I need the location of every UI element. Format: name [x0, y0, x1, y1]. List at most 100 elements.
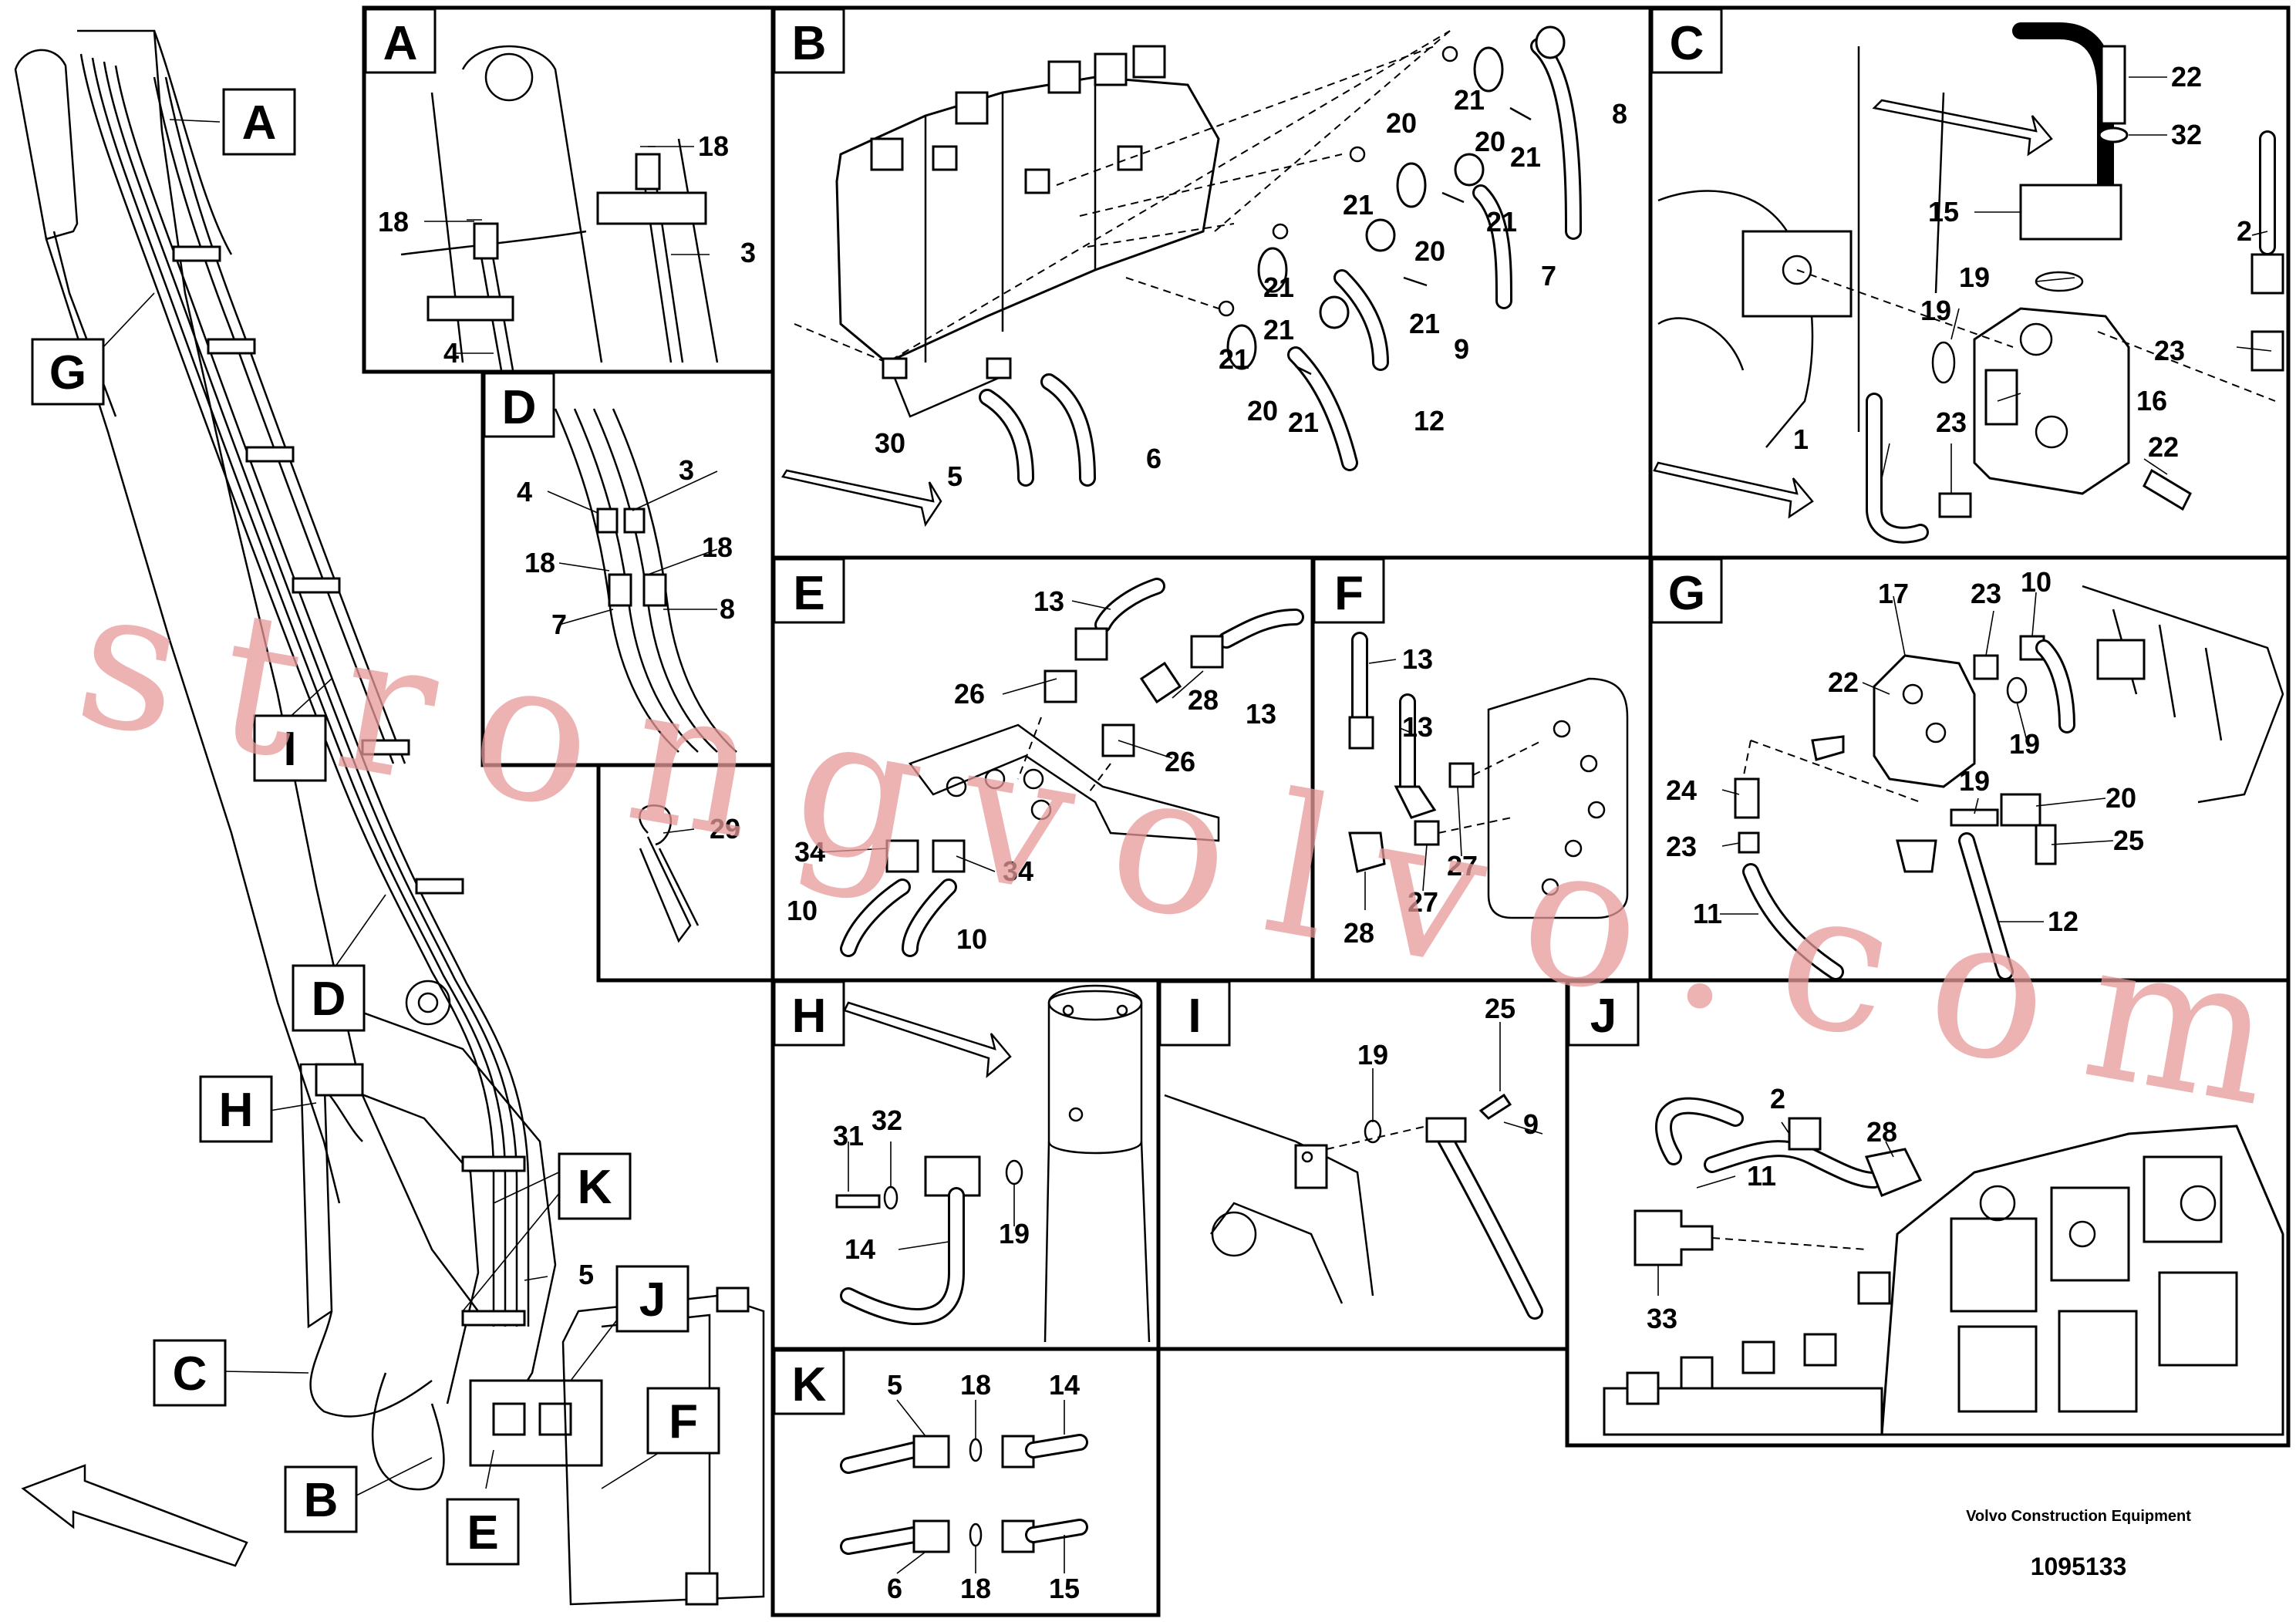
panel-tag-F: F [1313, 558, 1385, 624]
part-label: 12 [1414, 405, 1445, 437]
part-label: 19 [1920, 295, 1951, 326]
part-label: 28 [1866, 1116, 1897, 1148]
panel-C: 22 32 15 2 19 19 23 16 1 23 22 [1653, 22, 2284, 544]
part-label: 20 [1386, 107, 1417, 139]
callout-I: I [253, 714, 327, 782]
svg-text:B: B [792, 17, 827, 70]
part-label: 22 [2148, 431, 2179, 463]
part-label: 23 [1971, 578, 2001, 609]
svg-text:J: J [1590, 990, 1617, 1043]
part-label: 11 [1693, 898, 1722, 929]
part-label: 20 [1475, 126, 1505, 157]
part-label: 19 [1959, 765, 1990, 797]
part-label: 23 [1936, 406, 1967, 438]
part-label: 28 [1188, 684, 1219, 716]
panel-frames [362, 5, 2291, 1617]
part-label: 21 [1409, 308, 1440, 339]
part-label: 28 [1344, 917, 1374, 949]
part-label: 20 [2106, 782, 2136, 814]
part-label: 21 [1288, 406, 1319, 438]
callout-D: D [292, 964, 366, 1032]
callout-A: A [222, 88, 296, 156]
part-label: 29 [710, 813, 740, 845]
svg-text:E: E [793, 567, 824, 620]
part-label: 20 [1247, 395, 1278, 427]
part-label: 4 [517, 476, 532, 508]
part-label: 5 [947, 460, 963, 492]
part-label: 13 [1033, 585, 1064, 617]
part-label: 2 [1770, 1083, 1785, 1114]
panel-B: 21 20 21 8 20 21 21 21 20 7 21 21 9 21 2… [781, 25, 1627, 528]
part-label: 32 [2171, 119, 2202, 150]
part-label: 12 [2048, 905, 2079, 937]
panel-tag-E: E [773, 558, 845, 624]
part-label: 18 [702, 531, 733, 563]
part-label: 11 [1747, 1160, 1776, 1192]
part-label: 26 [954, 678, 985, 710]
callout-letter: J [639, 1273, 666, 1327]
part-label: 18 [698, 130, 729, 162]
part-label: 5 [578, 1259, 594, 1290]
part-label: 6 [887, 1573, 902, 1604]
part-label: 9 [1523, 1108, 1539, 1140]
svg-text:A: A [383, 17, 418, 70]
callout-H: H [199, 1075, 273, 1143]
panel-J: 2 28 11 33 [1603, 1083, 2284, 1436]
callout-letter: E [467, 1506, 498, 1560]
panel-tag-J: J [1567, 980, 1640, 1047]
svg-text:G: G [1668, 567, 1705, 620]
part-label: 18 [960, 1573, 991, 1604]
svg-text:C: C [1670, 17, 1704, 70]
part-label: 22 [2171, 61, 2202, 93]
part-label: 32 [872, 1104, 902, 1136]
panel-E: 13 26 28 13 26 34 34 10 10 [787, 578, 1304, 957]
callout-G: G [31, 338, 105, 406]
part-label: 16 [2136, 385, 2167, 416]
part-label: 21 [1263, 271, 1294, 303]
part-label: 23 [2154, 335, 2185, 366]
part-label: 4 [443, 337, 459, 369]
panel-F: 13 13 27 27 28 [1344, 632, 1629, 949]
part-label: 14 [845, 1233, 875, 1265]
part-label: 34 [794, 836, 825, 868]
part-label: 10 [956, 923, 987, 955]
panel-K: 5 18 14 6 18 15 [840, 1369, 1088, 1604]
part-label: 18 [378, 206, 409, 238]
panel-tag-H: H [773, 980, 845, 1047]
part-label: 20 [1414, 235, 1445, 267]
part-label: 13 [1246, 698, 1276, 730]
part-label: 10 [2021, 566, 2052, 598]
part-label: 14 [1049, 1369, 1080, 1401]
part-label: 6 [1146, 443, 1161, 474]
part-label: 30 [875, 427, 905, 459]
svg-text:I: I [1188, 990, 1201, 1043]
part-label: 8 [1612, 98, 1627, 130]
panel-I: 25 19 9 [1164, 993, 1543, 1320]
part-label: 5 [887, 1369, 902, 1401]
part-label: 25 [2113, 824, 2144, 856]
svg-text:F: F [1334, 567, 1364, 620]
part-label: 19 [999, 1218, 1030, 1249]
part-label: 17 [1878, 578, 1909, 609]
panel-G: 17 23 10 22 19 24 19 20 23 25 11 12 [1666, 566, 2284, 980]
part-label: 21 [1486, 206, 1517, 238]
panel-tag-B: B [773, 8, 845, 74]
panel-D: 4 3 18 18 7 8 [517, 408, 737, 753]
callout-letter: D [312, 973, 346, 1026]
overview-illustration [14, 29, 765, 1606]
callout-letter: H [219, 1084, 254, 1137]
svg-text:H: H [792, 990, 827, 1043]
part-label: 27 [1447, 850, 1478, 882]
part-label: 1 [1793, 423, 1809, 455]
panel-tag-D: D [483, 372, 555, 438]
part-label: 25 [1485, 993, 1515, 1024]
title-block: Volvo Construction Equipment 1095133 [1966, 1508, 2191, 1580]
publisher-name: Volvo Construction Equipment [1966, 1508, 2191, 1525]
callout-B: B [284, 1465, 358, 1533]
panel-tag-G: G [1650, 558, 1723, 624]
part-label: 3 [740, 237, 756, 268]
part-label: 34 [1003, 855, 1033, 887]
part-label: 21 [1263, 314, 1294, 346]
part-label: 19 [2009, 728, 2040, 760]
